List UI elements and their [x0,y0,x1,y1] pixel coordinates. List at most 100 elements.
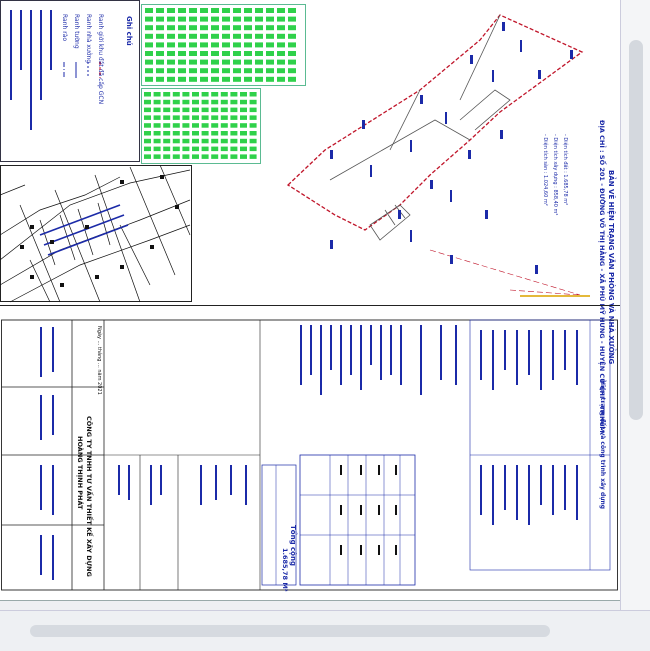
table-cell [230,92,238,97]
table-cell [182,92,190,97]
table-cell [211,16,219,22]
table-cell [192,154,199,159]
horizontal-scroll-thumb[interactable] [30,625,550,637]
table-cell [192,99,199,105]
horizontal-scrollbar[interactable] [0,610,650,651]
table-cell [178,25,186,31]
dimension-label [445,112,447,124]
table-cell [201,107,209,113]
table-cell [288,33,296,39]
table-cell [153,146,161,152]
text-line [52,465,54,515]
text-line [564,330,566,370]
table-value [378,465,380,475]
table-cell [288,42,296,48]
table-cell [163,107,171,113]
table-cell [240,138,247,144]
table-cell [288,68,296,74]
table-value [360,545,362,555]
table-cell [167,42,175,48]
site-label [362,120,365,129]
table-cell [167,59,175,65]
table-cell [201,146,209,152]
text-line [330,325,332,370]
table-cell [192,123,199,128]
table-cell [211,131,219,136]
text-line [215,465,217,500]
table-cell [163,123,171,128]
table-cell [182,115,190,120]
table-cell [211,51,219,56]
table-cell [266,59,274,65]
note-line [50,10,52,70]
table-cell [153,115,161,120]
table-cell [189,76,197,82]
table-cell [255,25,263,31]
text-line [492,330,494,390]
text-line [40,395,42,440]
site-label [485,210,488,219]
text-line [492,465,494,525]
table-cell [200,68,208,74]
parcel-marker [120,265,124,269]
company-subname: HOÀNG THỊNH PHÁT [76,436,84,510]
table-cell [200,16,208,22]
table-cell [156,68,164,74]
drawing-sheet[interactable]: Ghi chú Ranh giới khu đất đã cấp GCN Ran… [0,0,621,601]
table-cell [240,107,247,113]
table-cell [156,59,164,65]
table-cell [222,33,230,39]
table-cell [192,107,199,113]
table-cell [178,8,186,13]
table-cell [144,99,151,105]
table-cell [249,92,257,97]
table-cell [277,51,285,56]
table-cell [145,33,153,39]
table-cell [255,59,263,65]
table-cell [244,42,252,48]
table-cell [189,33,197,39]
table-cell [172,146,180,152]
table-cell [230,154,238,159]
table-cell [189,8,197,13]
table-cell [220,131,228,136]
table-cell [200,42,208,48]
text-line [300,325,302,385]
table-cell [233,51,241,56]
table-cell [249,115,257,120]
table-cell [230,138,238,144]
table-cell [266,76,274,82]
table-cell [233,76,241,82]
table-cell [145,25,153,31]
table-value [340,545,342,555]
table-cell [220,107,228,113]
table-cell [145,68,153,74]
table-cell [145,76,153,82]
table-cell [277,42,285,48]
text-line [150,465,152,505]
table-cell [201,92,209,97]
table-cell [277,25,285,31]
table-cell [144,131,151,136]
vertical-scroll-thumb[interactable] [629,40,643,420]
table-cell [288,25,296,31]
table-cell [244,51,252,56]
table-cell [220,92,228,97]
table-cell [178,68,186,74]
table-cell [211,33,219,39]
site-label [398,210,401,219]
table-value [395,465,397,475]
vertical-scrollbar[interactable] [620,0,650,610]
table-cell [156,33,164,39]
table-cell [277,59,285,65]
site-label [535,265,538,274]
table-value [378,545,380,555]
table-cell [144,146,151,152]
table-cell [222,42,230,48]
table-cell [220,115,228,120]
area-note-1: - Diện tích đất : 1.685,78 m² [562,134,568,206]
text-line [350,325,352,375]
table-cell [240,115,247,120]
table-value [360,505,362,515]
table-cell [172,99,180,105]
